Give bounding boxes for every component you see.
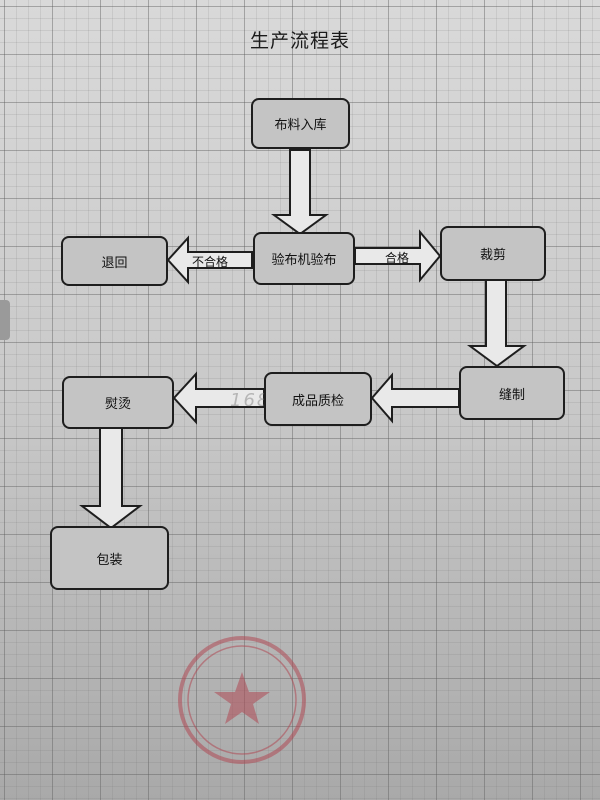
node-cutting: 裁剪 (440, 226, 546, 281)
node-fabric-warehousing: 布料入库 (251, 98, 350, 149)
node-fabric-warehousing-label: 布料入库 (274, 118, 327, 133)
node-cutting-label: 裁剪 (479, 248, 506, 263)
node-packaging: 包装 (50, 526, 169, 590)
binder-clip (0, 300, 10, 340)
node-return-label: 退回 (101, 255, 128, 271)
arrow-ironing-to-packaging (79, 427, 143, 530)
arrow-inspection-to-cutting (354, 229, 442, 283)
node-sewing-label: 缝制 (498, 387, 525, 403)
arrow-qc-to-ironing (172, 371, 265, 425)
edge-label-fail: 不合格 (192, 255, 229, 269)
node-ironing: 熨烫 (62, 376, 174, 429)
edge-label-pass: 合格 (385, 251, 410, 265)
page-title: 生产流程表 (249, 30, 350, 52)
node-finished-inspection: 成品质检 (264, 372, 372, 426)
node-finished-inspection-label: 成品质检 (291, 393, 344, 409)
node-ironing-label: 熨烫 (104, 397, 131, 412)
red-seal-stamp (178, 636, 306, 764)
arrow-inspection-to-return (166, 235, 253, 285)
arrow-warehousing-to-inspection (270, 149, 330, 236)
node-return: 退回 (61, 236, 168, 286)
node-fabric-inspection: 验布机验布 (253, 232, 355, 285)
node-sewing: 缝制 (459, 366, 565, 420)
node-fabric-inspection-label: 验布机验布 (271, 253, 337, 268)
arrow-sewing-to-qc (370, 372, 460, 424)
node-packaging-label: 包装 (96, 552, 123, 568)
arrow-cutting-to-sewing (466, 279, 528, 368)
